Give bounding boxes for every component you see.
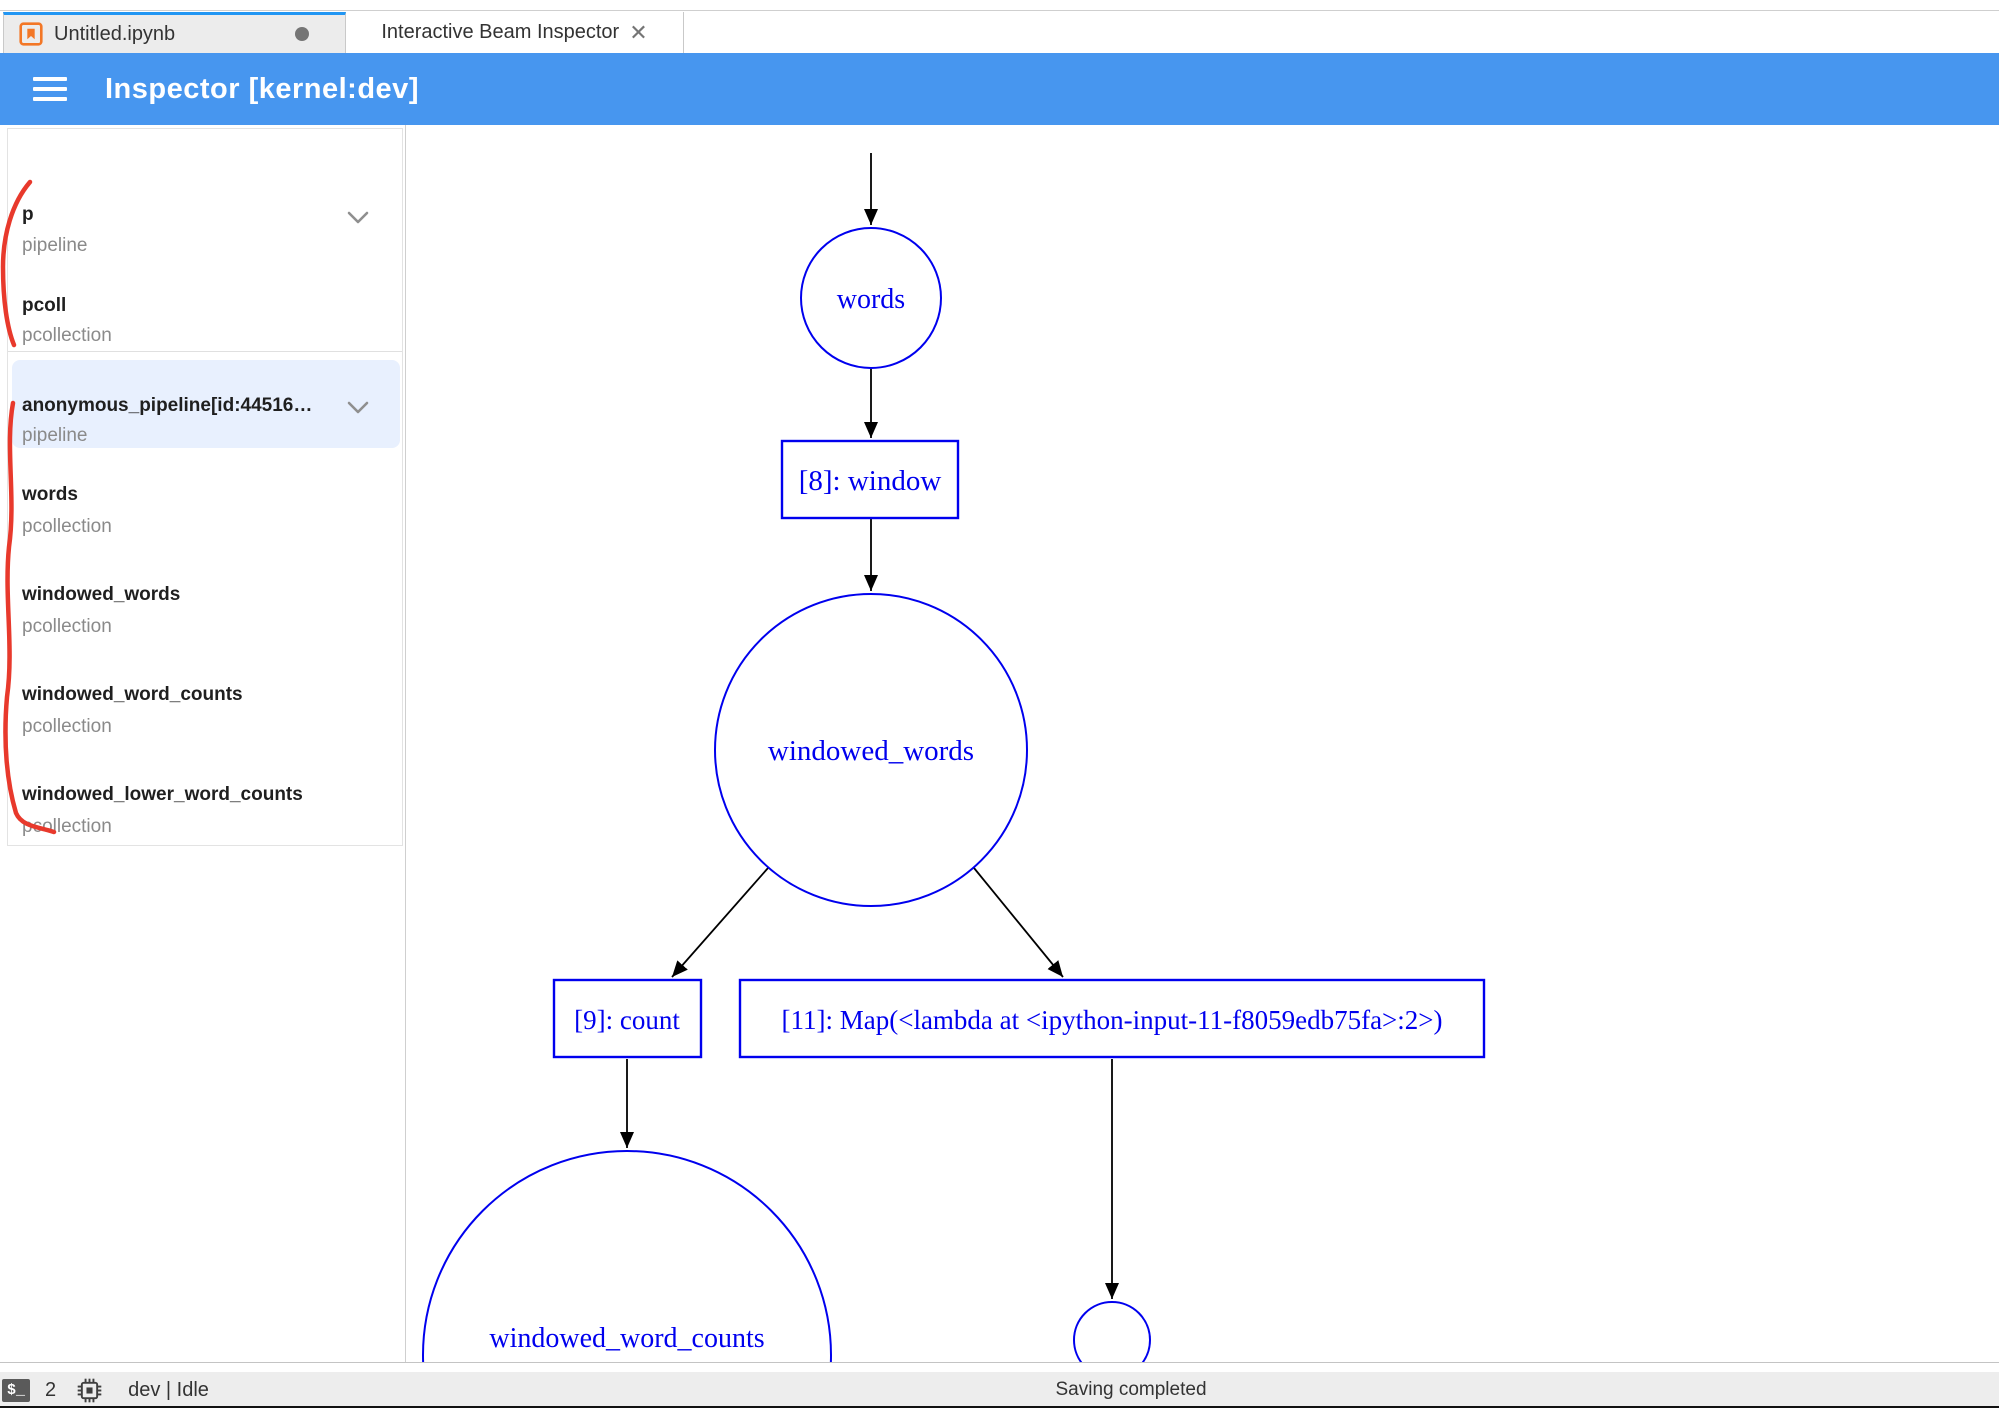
graph-node-words-label: words bbox=[837, 284, 905, 315]
status-bar: $_ 2 dev | Idle Saving completed bbox=[0, 1372, 1999, 1408]
graph-node-map-transform[interactable] bbox=[738, 978, 1486, 1059]
pcollection-type: pcollection bbox=[22, 716, 112, 737]
pipeline-type: pipeline bbox=[22, 235, 88, 256]
notebook-icon bbox=[19, 22, 43, 46]
graph-edges bbox=[620, 153, 1119, 1299]
graph-node-window-label: [8]: window bbox=[799, 465, 942, 497]
selected-row-highlight bbox=[12, 360, 400, 448]
edge-windowedwords-count bbox=[671, 867, 769, 978]
terminal-count: 2 bbox=[45, 1378, 57, 1401]
graph-node-windowed-word-counts-label: windowed_word_counts bbox=[489, 1323, 764, 1354]
pcollection-type: pcollection bbox=[22, 816, 112, 837]
tab-title: Interactive Beam Inspector bbox=[381, 21, 620, 43]
graph-node-window-transform[interactable] bbox=[780, 439, 960, 520]
graph-node-words[interactable] bbox=[800, 227, 942, 369]
save-status-message: Saving completed bbox=[1055, 1379, 1207, 1400]
pcollection-name: words bbox=[22, 484, 78, 505]
page-title: Inspector [kernel:dev] bbox=[105, 72, 419, 105]
unsaved-changes-dot bbox=[295, 27, 309, 41]
graph-node-output-pcollection[interactable] bbox=[1073, 1301, 1151, 1362]
pipeline-graph: words [8]: window windowed_words [9]: co… bbox=[422, 153, 1486, 1362]
status-bar-area: $_ 2 dev | Idle Saving completed bbox=[0, 1362, 1999, 1409]
tab-interactive-beam-inspector[interactable]: Interactive Beam Inspector ✕ bbox=[346, 12, 684, 53]
inspector-header: Inspector [kernel:dev] bbox=[0, 53, 1999, 125]
graph-node-count-label: [9]: count bbox=[574, 1005, 680, 1035]
graph-node-windowed-words[interactable] bbox=[714, 593, 1028, 907]
tab-untitled-notebook[interactable]: Untitled.ipynb bbox=[3, 12, 346, 53]
pcollection-name: pcoll bbox=[22, 295, 67, 316]
graph-node-map-label: [11]: Map(<lambda at <ipython-input-11-f… bbox=[782, 1005, 1443, 1035]
pipeline-name: p bbox=[22, 204, 34, 225]
graph-node-count-transform[interactable] bbox=[552, 978, 703, 1059]
graph-node-windowed-words-label: windowed_words bbox=[768, 735, 974, 767]
graph-node-windowed-word-counts[interactable] bbox=[422, 1150, 832, 1362]
pcollection-type: pcollection bbox=[22, 325, 112, 346]
pcollection-name: windowed_words bbox=[22, 584, 181, 605]
tab-title: Untitled.ipynb bbox=[54, 22, 176, 45]
pipeline-sidebar: p pipeline pcoll pcollection anonymous_p… bbox=[0, 125, 406, 1362]
pcollection-name: windowed_lower_word_counts bbox=[22, 784, 303, 805]
close-icon[interactable]: ✕ bbox=[629, 19, 648, 45]
pcollection-type: pcollection bbox=[22, 616, 112, 637]
chevron-down-icon[interactable] bbox=[347, 401, 369, 415]
terminal-icon[interactable]: $_ bbox=[2, 1378, 30, 1402]
kernel-chip-icon[interactable] bbox=[76, 1377, 103, 1404]
pipeline-list-card: p pipeline pcoll pcollection anonymous_p… bbox=[7, 128, 403, 846]
section-divider bbox=[8, 351, 402, 352]
window-bottom-edge bbox=[0, 1406, 1999, 1408]
pipeline-type: pipeline bbox=[22, 425, 88, 446]
pcollection-name: windowed_word_counts bbox=[22, 684, 243, 705]
edge-windowedwords-map bbox=[973, 867, 1064, 978]
dock-tab-bar: Untitled.ipynb Interactive Beam Inspecto… bbox=[0, 12, 1999, 53]
kernel-status-text[interactable]: dev | Idle bbox=[128, 1378, 209, 1401]
window-top-strip bbox=[0, 0, 1999, 11]
pcollection-type: pcollection bbox=[22, 516, 112, 537]
pipeline-name: anonymous_pipeline[id:44516… bbox=[22, 395, 313, 416]
chevron-down-icon[interactable] bbox=[347, 211, 369, 225]
inspector-content: p pipeline pcoll pcollection anonymous_p… bbox=[0, 125, 1999, 1362]
menu-icon[interactable] bbox=[33, 77, 67, 101]
